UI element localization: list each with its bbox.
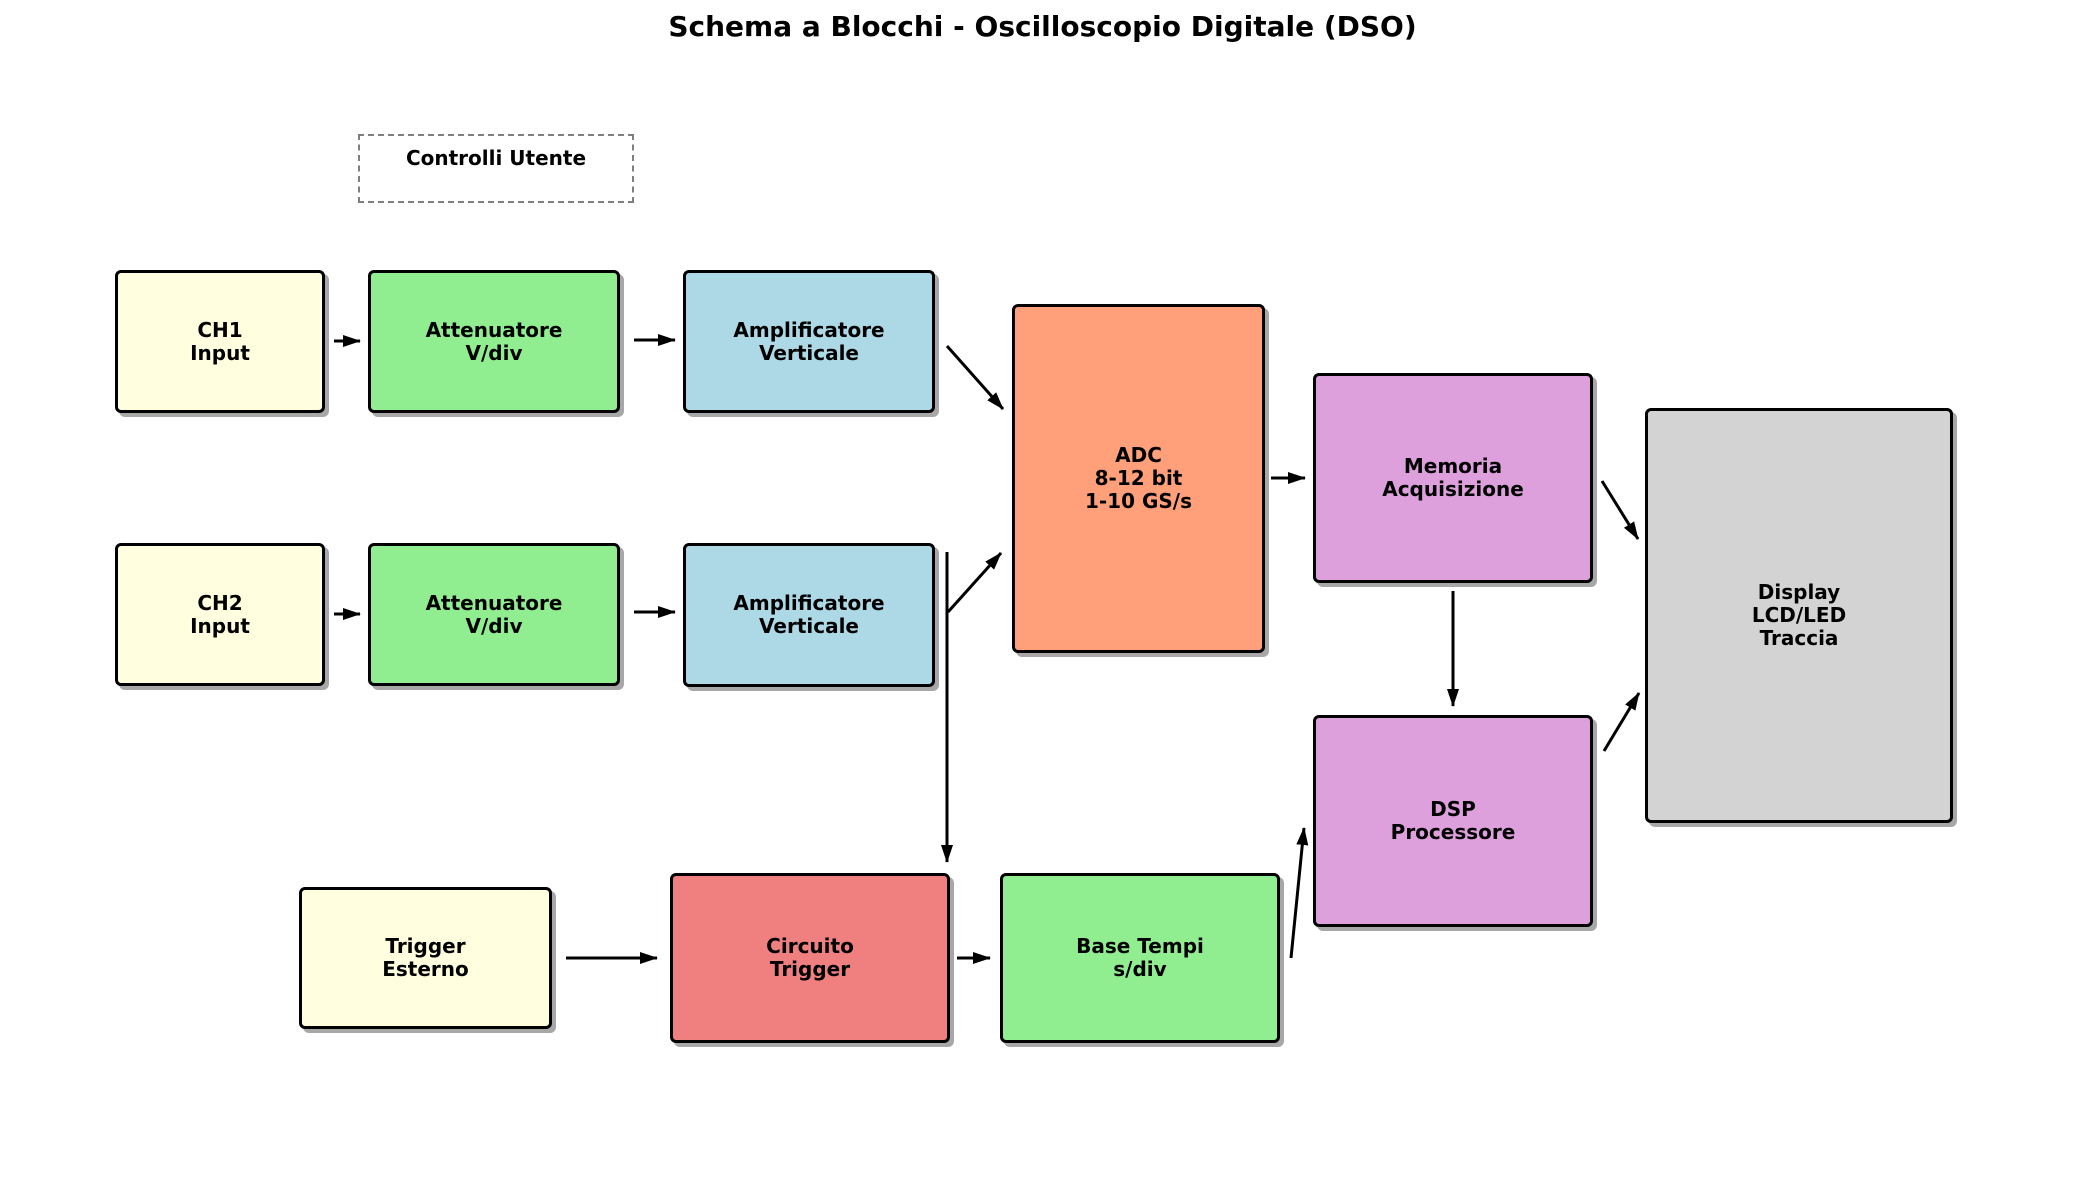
node-label-line: Verticale <box>759 614 859 638</box>
node-base-tempi: Base Tempi s/div <box>1000 873 1280 1043</box>
node-amplificatore-ch1: Amplificatore Verticale <box>683 270 935 413</box>
node-label-line: Controlli Utente <box>405 146 587 170</box>
node-label-line: Amplificatore <box>733 317 885 342</box>
node-trigger-esterno: Trigger Esterno <box>299 887 552 1029</box>
node-dsp-processore: DSP Processore <box>1313 715 1593 927</box>
arrow-amplificatore2-to-adc <box>946 551 1003 614</box>
node-label-line: ADC <box>1115 443 1162 467</box>
node-label-line: s/div <box>1113 957 1167 981</box>
arrow-base-tempi-to-dsp <box>1289 827 1309 959</box>
node-memoria-acquisizione: Memoria Acquisizione <box>1313 373 1593 583</box>
diagram-title: Schema a Blocchi - Oscilloscopio Digital… <box>668 10 1417 43</box>
node-controlli-utente: Controlli Utente <box>358 134 634 203</box>
node-label-line: Verticale <box>759 340 859 365</box>
node-label-line: Acquisizione <box>1382 477 1524 501</box>
arrow-amplificatore1-to-adc <box>945 345 1005 410</box>
node-label-line: V/div <box>465 340 523 365</box>
node-label-line: Amplificatore <box>733 591 885 615</box>
node-ch1-input: CH1 Input <box>115 270 325 413</box>
node-label-line: CH2 <box>197 590 243 615</box>
node-label-line: Attenuatore <box>425 317 563 342</box>
node-label-line: DSP <box>1430 797 1476 821</box>
node-amplificatore-ch2: Amplificatore Verticale <box>683 543 935 687</box>
arrow-memoria-to-display <box>1600 480 1640 540</box>
node-label-line: Traccia <box>1759 626 1839 650</box>
node-label-line: Memoria <box>1403 454 1503 478</box>
arrow-dsp-to-display <box>1602 692 1641 752</box>
node-label-line: CH1 <box>197 317 243 342</box>
node-attenuatore-ch1: Attenuatore V/div <box>368 270 620 413</box>
node-label-line: 1-10 GS/s <box>1084 489 1193 513</box>
node-label-line: Processore <box>1390 820 1516 844</box>
node-circuito-trigger: Circuito Trigger <box>670 873 950 1043</box>
node-adc: ADC 8-12 bit 1-10 GS/s <box>1012 304 1265 653</box>
node-label-line: Input <box>190 613 250 638</box>
node-label-line: Trigger <box>769 957 851 981</box>
node-label-line: Trigger <box>385 934 466 958</box>
node-label-line: Circuito <box>766 934 854 958</box>
node-display-lcd: Display LCD/LED Traccia <box>1645 408 1953 823</box>
node-label-line: Input <box>190 340 250 365</box>
node-label-line: Esterno <box>382 957 469 981</box>
node-label-line: V/div <box>465 613 523 638</box>
node-label-line: Base Tempi <box>1076 934 1204 958</box>
node-ch2-input: CH2 Input <box>115 543 325 686</box>
node-label-line: Display <box>1757 580 1841 604</box>
node-label-line: LCD/LED <box>1751 603 1847 627</box>
node-label-line: 8-12 bit <box>1094 466 1183 490</box>
node-attenuatore-ch2: Attenuatore V/div <box>368 543 620 686</box>
node-label-line: Attenuatore <box>425 590 563 615</box>
